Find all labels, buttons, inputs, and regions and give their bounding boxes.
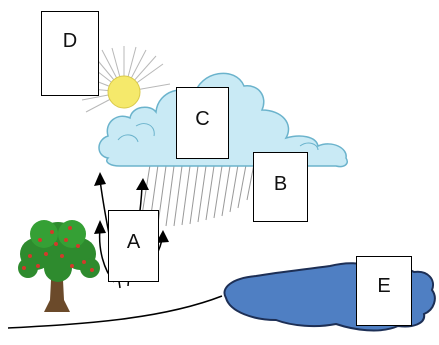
label-box-e: E <box>356 256 412 326</box>
label-d: D <box>62 30 78 52</box>
label-a: A <box>126 231 141 253</box>
ground-line <box>7 295 223 329</box>
label-box-c: C <box>176 87 229 159</box>
arrowheads <box>94 172 169 243</box>
label-e: E <box>377 275 391 297</box>
label-box-b: B <box>253 152 308 222</box>
label-box-d: D <box>41 11 99 96</box>
tree-icon <box>18 220 100 312</box>
sun-icon <box>79 46 171 113</box>
label-b: B <box>273 173 288 195</box>
label-box-a: A <box>108 210 159 282</box>
label-c: C <box>195 108 210 130</box>
